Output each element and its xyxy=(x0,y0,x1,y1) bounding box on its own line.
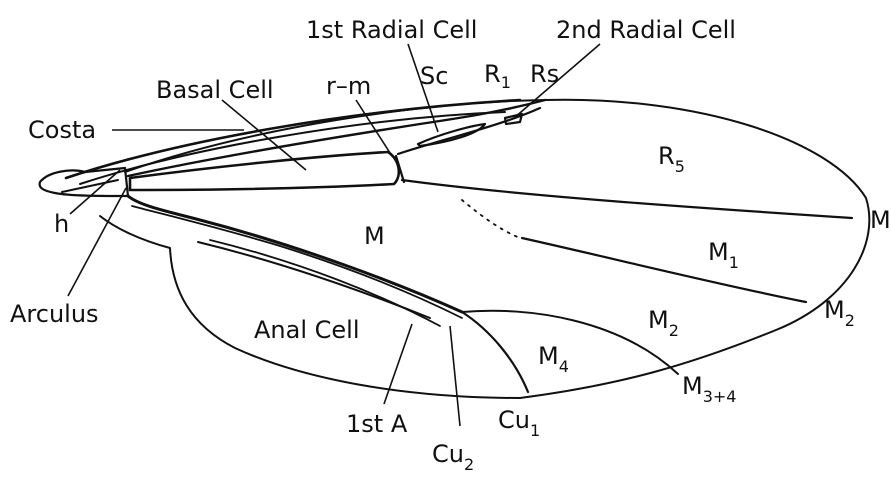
label-r-m: r–m xyxy=(326,72,371,100)
radius-vein xyxy=(128,100,545,176)
label-m3-4: M3+4 xyxy=(682,372,736,406)
label-cu2: Cu2 xyxy=(432,440,474,474)
m1-vein xyxy=(522,238,806,302)
cu-vein-inner xyxy=(132,206,462,318)
label-costa: Costa xyxy=(28,116,96,144)
label-m2-cell: M2 xyxy=(648,306,679,340)
cu1-vein xyxy=(462,312,528,392)
rs-vein xyxy=(402,180,852,218)
label-cu1: Cu1 xyxy=(498,406,540,440)
wing-outline xyxy=(100,100,869,398)
label-rs: Rs xyxy=(530,60,559,88)
label-m2-edge: M2 xyxy=(824,296,855,330)
label-m1: M1 xyxy=(708,238,739,272)
label-second-radial-cell: 2nd Radial Cell xyxy=(556,16,736,44)
cu2-vein xyxy=(210,240,440,326)
label-first-radial-cell: 1st Radial Cell xyxy=(306,16,477,44)
leader-r-m xyxy=(356,100,392,156)
first-radial-cell-outline xyxy=(418,124,485,146)
leader-arculus xyxy=(68,188,126,296)
m3-4-vein xyxy=(462,311,678,374)
label-first-a: 1st A xyxy=(346,410,408,438)
label-anal-cell: Anal Cell xyxy=(254,316,360,344)
m1-vein-dotted xyxy=(462,200,520,238)
label-r1: R1 xyxy=(484,60,511,92)
leader-h xyxy=(70,170,120,214)
label-arculus: Arculus xyxy=(10,300,99,328)
leader-cu2 xyxy=(450,326,460,426)
label-h: h xyxy=(54,210,69,238)
label-basal-cell: Basal Cell xyxy=(156,76,274,104)
label-m4: M4 xyxy=(538,342,569,376)
label-sc: Sc xyxy=(420,62,448,90)
label-r5: R5 xyxy=(658,142,685,176)
label-m-cell: M xyxy=(364,222,385,250)
label-m-edge: M xyxy=(870,206,891,234)
